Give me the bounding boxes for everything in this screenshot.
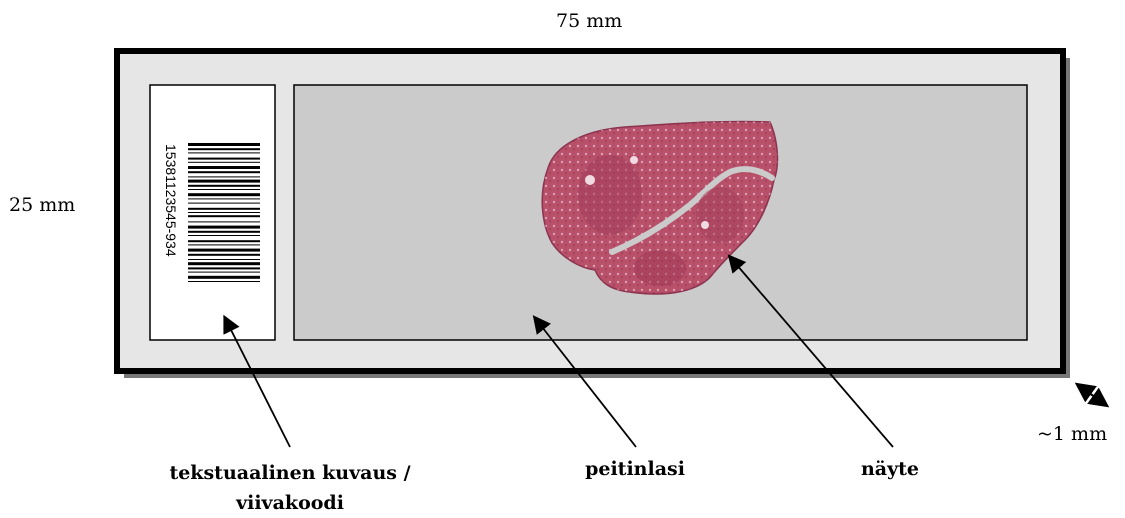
barcode-bar (188, 215, 260, 217)
coverslip-label: peitinlasi (560, 458, 710, 480)
barcode-bar (188, 171, 260, 173)
sample-label: näyte (835, 458, 945, 480)
barcode-bar (188, 189, 260, 190)
barcode-bar (188, 212, 260, 213)
barcode-bar (188, 185, 260, 187)
barcode-bar (188, 180, 260, 183)
barcode-bar (188, 162, 260, 163)
barcode-bar (188, 249, 260, 252)
barcode-bar (188, 254, 260, 256)
barcode-bar (188, 276, 260, 279)
thickness-arrow (1078, 385, 1106, 405)
barcode-bar (188, 148, 260, 150)
barcode-label-line1: tekstuaalinen kuvaus / (140, 458, 440, 488)
barcode-bar (188, 158, 260, 160)
barcode-bar (188, 240, 260, 242)
barcode-bar (188, 176, 260, 177)
barcode-bar (188, 262, 260, 265)
barcode-label-line2: viivakoodi (140, 488, 440, 518)
barcode-bar (188, 244, 260, 245)
height-dimension-label: 25 mm (9, 194, 75, 216)
barcode-number: 15381123545-934 (163, 144, 179, 257)
barcode-bar (188, 272, 260, 273)
thickness-dimension-label: ~1 mm (1037, 423, 1107, 445)
barcode-bar (188, 166, 260, 169)
barcode-bar (188, 152, 260, 153)
barcode-bar (188, 198, 260, 199)
barcode-bar (188, 259, 260, 260)
barcode-bar (188, 231, 260, 233)
barcode-bar (188, 208, 260, 210)
barcode-bar (188, 193, 260, 196)
barcode-bar (188, 267, 260, 269)
barcode-bar (188, 226, 260, 229)
barcode-label: tekstuaalinen kuvaus / viivakoodi (140, 458, 440, 518)
barcode-bar (188, 203, 260, 204)
barcode-bar (188, 221, 260, 222)
barcode-bar (188, 143, 260, 146)
barcode-bar (188, 281, 260, 282)
width-dimension-label: 75 mm (556, 10, 622, 32)
barcode-bar (188, 235, 260, 236)
